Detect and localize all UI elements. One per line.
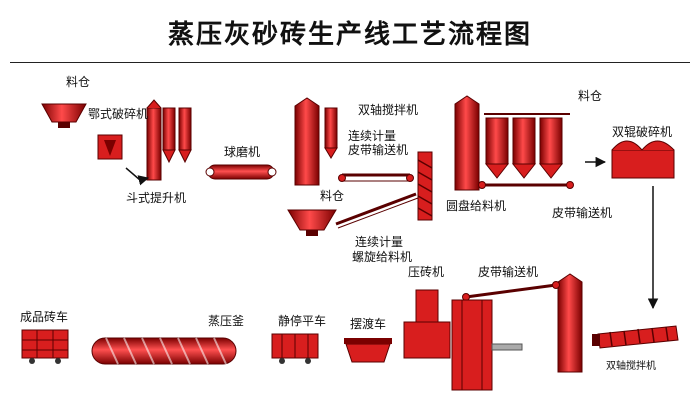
label-autoclave: 蒸压釜 <box>208 314 245 328</box>
belt-conveyor-bottom-icon <box>462 281 560 301</box>
silos-1-icon <box>162 107 192 164</box>
diagram-title: 蒸压灰砂砖生产线工艺流程图 <box>167 20 532 50</box>
bucket-elevator-1-icon <box>146 99 162 181</box>
label-hopper-2: 料仓 <box>320 189 345 203</box>
label-belt-conveyor-bottom: 皮带输送机 <box>478 265 539 279</box>
label-ball-mill: 球磨机 <box>224 145 261 159</box>
silos-2-icon <box>484 113 570 179</box>
label-twin-shaft-mixer-bottom: 双轴搅拌机 <box>606 361 656 372</box>
hopper-1-icon <box>41 103 87 128</box>
roller-crusher-icon <box>611 140 675 179</box>
label-hopper-1: 料仓 <box>66 75 91 89</box>
label-screw-meter-line2: 螺旋给料机 <box>352 250 413 264</box>
screw-feeder-icon <box>335 192 419 229</box>
label-screw-meter-line1: 连续计量 <box>355 235 404 249</box>
label-hopper-3: 料仓 <box>578 89 603 103</box>
autoclave-icon <box>91 337 237 365</box>
label-belt-meter-line1: 连续计量 <box>348 129 397 143</box>
label-brick-press: 压砖机 <box>408 265 445 279</box>
label-belt-meter-line2: 皮带输送机 <box>348 143 409 157</box>
label-jaw-crusher: 鄂式破碎机 <box>88 107 149 121</box>
static-car-icon <box>271 333 319 364</box>
label-static-car: 静停平车 <box>278 314 327 328</box>
belt-conveyor-right-icon <box>478 181 574 189</box>
bucket-elevator-4-icon <box>557 273 583 373</box>
ball-mill-icon <box>205 164 277 180</box>
label-twin-shaft-mixer-top: 双轴搅拌机 <box>358 103 419 117</box>
label-bucket-elevator: 斗式提升机 <box>126 191 187 205</box>
finished-brick-car-icon <box>21 329 69 364</box>
bucket-elevator-3-icon <box>454 95 480 191</box>
label-finished-car: 成品砖车 <box>20 310 69 324</box>
brick-press-icon <box>403 289 523 391</box>
small-silo-icon <box>324 107 338 159</box>
label-ferry-car: 摆渡车 <box>350 317 387 331</box>
label-roller-crusher: 双辊破碎机 <box>612 125 673 139</box>
label-disc-feeder: 圆盘给料机 <box>446 199 507 213</box>
ferry-car-icon <box>344 338 392 363</box>
metered-belt-conveyor-icon <box>338 173 414 182</box>
label-belt-conveyor-right: 皮带输送机 <box>552 206 613 220</box>
twin-shaft-mixer-top-icon <box>417 151 433 221</box>
bucket-elevator-2-icon <box>294 97 320 186</box>
twin-shaft-mixer-bottom-icon <box>592 325 679 349</box>
jaw-crusher-icon <box>97 134 123 160</box>
title-divider <box>10 62 690 63</box>
hopper-2-icon <box>287 209 337 236</box>
